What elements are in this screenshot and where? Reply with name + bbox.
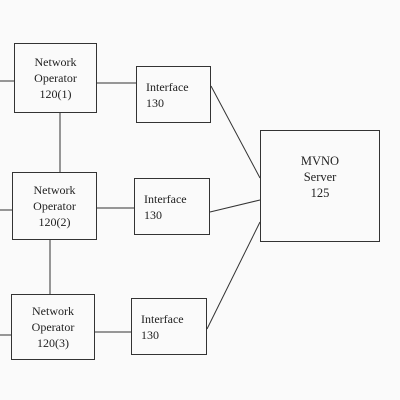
interface-1-line-1: Interface (146, 79, 189, 94)
operator-3-line-3: 120(3) (37, 336, 69, 350)
mvno-server-box: MVNO Server 125 (260, 130, 380, 242)
network-operator-box-1: Network Operator 120(1) (14, 43, 97, 113)
interface-box-1: Interface 130 (136, 66, 211, 123)
interface-box-2: Interface 130 (134, 178, 210, 235)
operator-1-line-1: Network (34, 55, 77, 69)
network-operator-box-2: Network Operator 120(2) (12, 172, 97, 240)
interface-1-line-2: 130 (146, 95, 164, 110)
operator-2-line-2: Operator (33, 199, 76, 213)
server-line-2: Server (303, 170, 337, 184)
operator-1-line-2: Operator (34, 71, 77, 85)
operator-3-line-1: Network (32, 304, 74, 318)
operator-2-line-1: Network (33, 183, 76, 197)
interface-3-line-2: 130 (141, 327, 159, 342)
interface-2-line-1: Interface (144, 191, 187, 206)
operator-2-line-3: 120(2) (38, 215, 71, 229)
network-operator-box-3: Network Operator 120(3) (11, 294, 95, 360)
link-if1-server (210, 85, 261, 179)
server-line-1: MVNO (300, 154, 340, 168)
interface-3-line-1: Interface (141, 311, 184, 326)
interface-2-line-2: 130 (144, 207, 162, 222)
link-if2-server (209, 199, 261, 213)
operator-1-line-3: 120(1) (39, 87, 72, 101)
interface-box-3: Interface 130 (131, 298, 207, 355)
operator-3-line-2: Operator (31, 320, 75, 334)
link-if3-server (206, 221, 261, 330)
server-line-3: 125 (310, 186, 330, 200)
